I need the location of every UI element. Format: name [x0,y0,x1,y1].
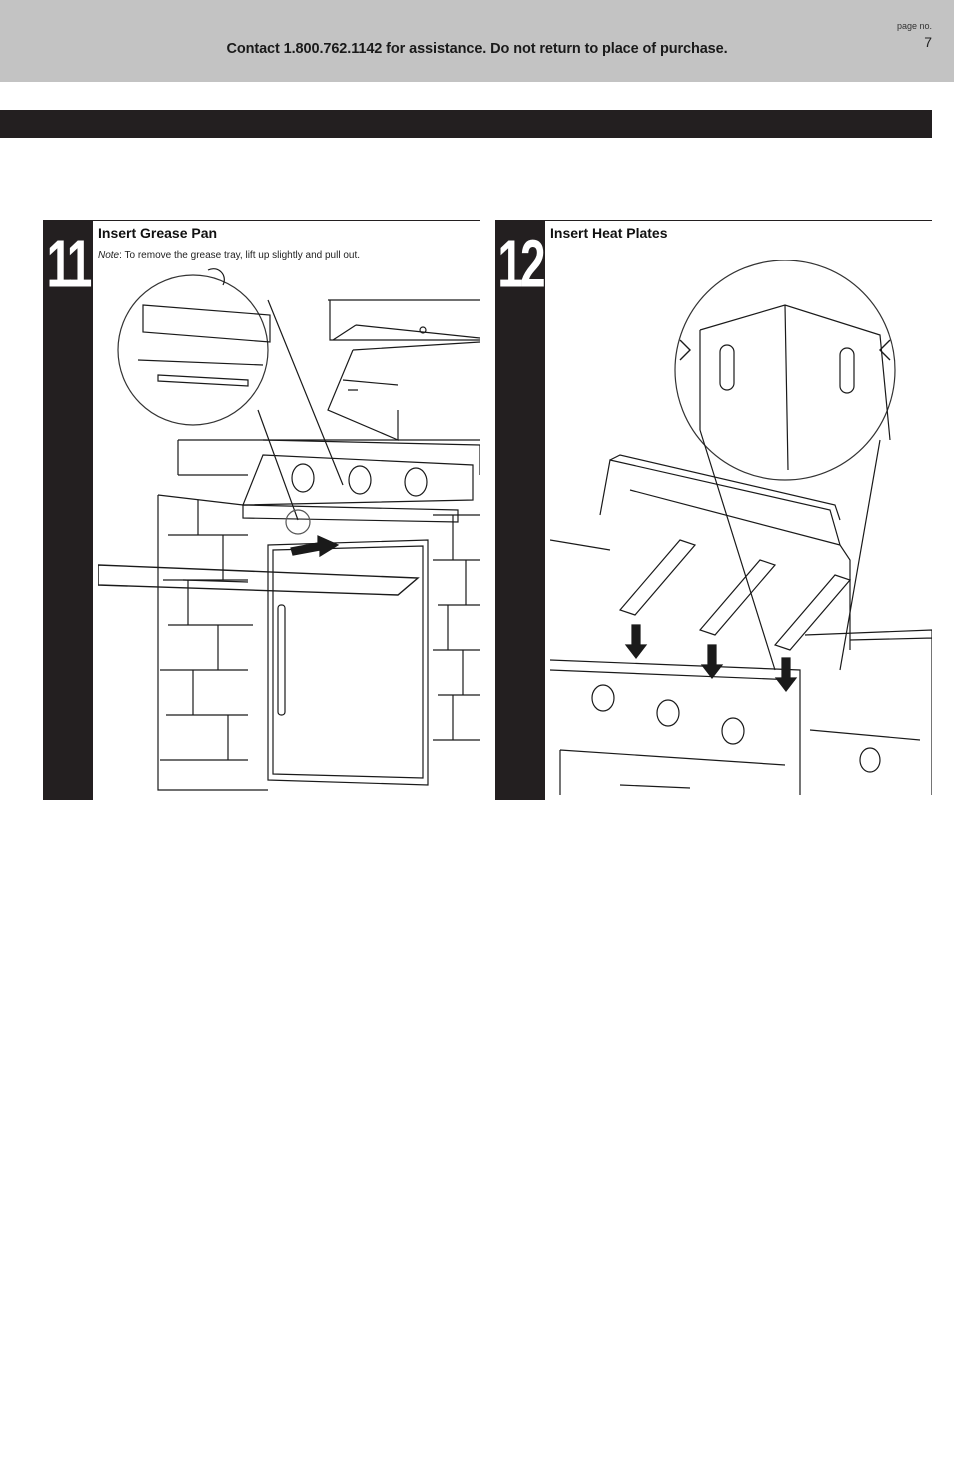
note-label: Note [98,250,120,261]
step-12-panel: 12 Insert Heat Plates [495,220,932,800]
step-number: 11 [46,225,93,301]
step-number-bar: 11 [43,220,93,800]
page-header: Contact 1.800.762.1142 for assistance. D… [0,0,954,82]
step-rule [495,220,932,221]
section-bar [0,110,932,138]
step-number: 12 [497,225,545,301]
step-note: Note: To remove the grease tray, lift up… [98,250,360,261]
step-title: Insert Heat Plates [550,225,668,241]
contact-notice: Contact 1.800.762.1142 for assistance. D… [226,41,728,57]
grease-pan-illustration [98,268,480,791]
step-11-panel: 11 Insert Grease Pan Note: To remove the… [43,220,480,800]
heat-plates-illustration [550,260,932,795]
page-number: 7 [924,34,932,50]
page-number-label: page no. [896,21,932,31]
step-title: Insert Grease Pan [98,225,218,241]
note-text: : To remove the grease tray, lift up sli… [119,250,360,261]
step-number-bar: 12 [495,220,546,800]
step-rule [43,220,480,221]
